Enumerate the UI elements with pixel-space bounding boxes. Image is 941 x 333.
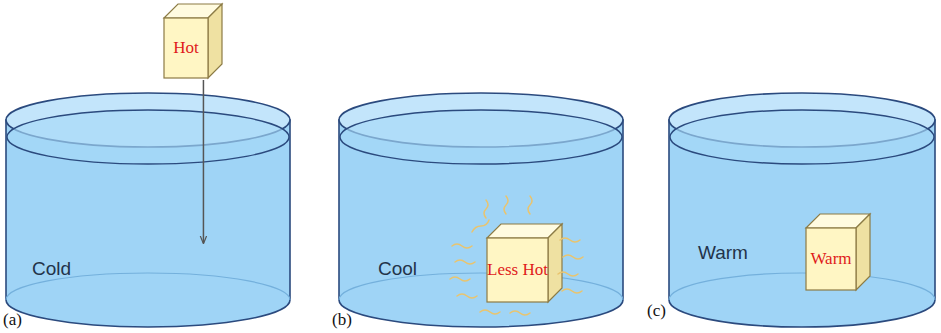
panel-label: (b) [332,311,352,330]
cube-face: Hot [164,18,208,78]
cube-front [487,238,548,302]
cube-label: Less Hot [487,260,548,280]
cube-label: Hot [173,38,199,58]
panel-label-holder: (c) [647,302,666,321]
tank-label-holder: Warm [698,242,748,264]
panel-label-holder: (a) [3,311,22,330]
block-cube: Hot [164,4,222,78]
tank-outline [5,92,291,328]
tank-outline [338,92,624,328]
water-label: Cool [378,258,417,280]
drop-arrow [203,80,205,243]
cube-front [806,228,856,290]
water-label: Warm [698,242,748,264]
block-cube: Warm [806,214,870,290]
panel-label: (c) [647,302,666,321]
cube-side [208,4,222,78]
water-tank: Cool Less Hot [338,92,624,328]
block-cube: Less Hot [487,224,562,302]
water-label: Cold [32,258,71,280]
water-surface [670,110,934,164]
panel-label-holder: (b) [332,311,352,330]
tank-outline [668,92,936,328]
panel-label: (a) [3,311,22,330]
water-tank: Cold [5,92,291,328]
cube-face: Warm [806,228,856,290]
tank-label-holder: Cold [32,258,71,280]
cube-side [548,224,562,302]
tank-floor [669,273,935,300]
cube-label: Warm [810,249,851,269]
cube-face: Less Hot [487,238,548,302]
water-tank: Warm Warm [668,92,936,328]
cube-front [164,18,208,78]
tank-label-holder: Cool [378,258,417,280]
water-surface [7,110,289,164]
water-surface [340,110,622,164]
cube-side [856,214,870,290]
